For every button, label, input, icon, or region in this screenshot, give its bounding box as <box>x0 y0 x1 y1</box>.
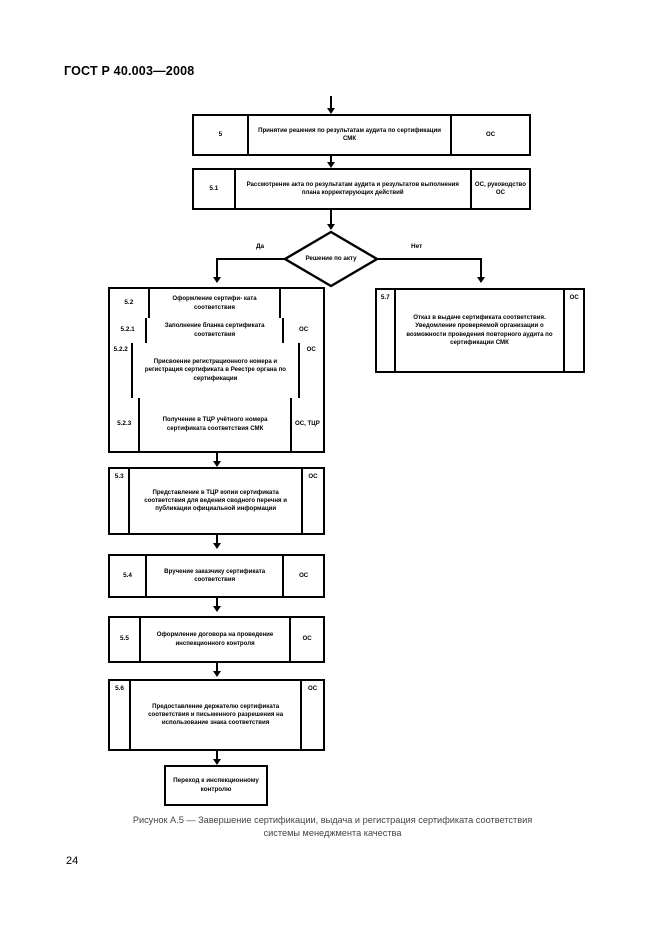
figure-caption: Рисунок А.5 — Завершение сертификации, в… <box>60 814 605 840</box>
step-521-row: 5.2.1 Заполнение бланка сертификата соот… <box>110 318 323 343</box>
step-54-text: Вручение заказчику сертификата соответст… <box>164 567 266 583</box>
connector-no-horizontal <box>377 258 482 260</box>
step-5-number: 5 <box>194 116 249 154</box>
step-522-row: 5.2.2 Присвоение регистрационного номера… <box>110 343 323 398</box>
connector-51-to-decision-arrow <box>327 224 335 230</box>
connector-entry-line <box>330 96 332 110</box>
step-53-responsible: ОС <box>300 469 323 533</box>
step-54-responsible: ОС <box>282 556 323 596</box>
step-55-text: Оформление договора на проведение инспек… <box>156 631 274 647</box>
step-57-responsible: ОС <box>563 290 583 371</box>
flow-box-step-51: 5.1 Рассмотрение акта по результатам ауд… <box>192 168 531 210</box>
step-521-text: Заполнение бланка сертификата соответств… <box>164 322 265 338</box>
figure-caption-line-1: Рисунок А.5 — Завершение сертификации, в… <box>132 815 533 825</box>
step-52-number: 5.2 <box>110 289 150 318</box>
flow-box-step-56: 5.6 Предоставление держателю сертификата… <box>108 679 325 751</box>
step-51-text: Рассмотрение акта по результатам аудита … <box>246 180 459 196</box>
flow-box-step-5: 5 Принятие решения по результатам аудита… <box>192 114 531 156</box>
step-56-responsible: ОС <box>300 681 323 749</box>
decision-diamond-shape <box>283 230 379 288</box>
connector-no-vertical <box>480 258 482 280</box>
step-5-responsible: ОС <box>450 116 529 154</box>
connector-yes-arrow <box>213 277 221 283</box>
figure-caption-line-2: системы менеджмента качества <box>263 828 402 838</box>
step-521-responsible: ОС <box>282 318 323 343</box>
step-55-responsible: ОС <box>289 618 323 661</box>
connector-yes-horizontal <box>216 258 285 260</box>
step-52-row: 5.2 Оформление сертифи- ката соответстви… <box>110 289 323 318</box>
connector-56-to-terminal-line <box>216 751 218 763</box>
step-56-text: Предоставление держателю сертификата соо… <box>148 702 284 727</box>
connector-52-to-53-line <box>216 453 218 464</box>
connector-55-to-56-arrow <box>213 671 221 677</box>
connector-55-to-56-line <box>216 663 218 675</box>
step-53-number: 5.3 <box>110 469 131 533</box>
connector-54-to-55-arrow <box>213 606 221 612</box>
connector-5-to-51-line <box>330 156 332 164</box>
flow-box-terminal-transition: Переход к инспекционному контролю <box>164 765 268 806</box>
step-52-text: Оформление сертифи- ката соответствия <box>172 295 257 311</box>
flow-box-step-55: 5.5 Оформление договора на проведение ин… <box>108 616 325 663</box>
connector-54-to-55-line <box>216 598 218 610</box>
decision-diamond-reshenie-po-aktu: Решение по акту <box>283 230 379 288</box>
connector-56-to-terminal-arrow <box>213 759 221 765</box>
step-523-text: Получение в ТЦР учётного номера сертифик… <box>162 416 268 432</box>
step-522-responsible: ОС <box>297 343 324 398</box>
decision-branch-label-yes: Да <box>256 243 265 250</box>
step-5-text: Принятие решения по результатам аудита п… <box>258 126 441 142</box>
step-51-number: 5.1 <box>194 170 236 208</box>
step-57-number: 5.7 <box>377 290 396 371</box>
step-523-row: 5.2.3 Получение в ТЦР учётного номера се… <box>110 398 323 451</box>
step-57-text: Отказ в выдаче сертификата соответствия.… <box>406 314 553 346</box>
step-55-number: 5.5 <box>110 618 141 661</box>
connector-entry-arrow <box>327 108 335 114</box>
step-523-number: 5.2.3 <box>110 398 141 451</box>
step-521-number: 5.2.1 <box>110 318 148 343</box>
connector-52-to-53-arrow <box>213 461 221 467</box>
connector-53-to-54-arrow <box>213 543 221 549</box>
connector-5-to-51-arrow <box>327 162 335 168</box>
document-standard-header: ГОСТ Р 40.003—2008 <box>64 64 195 78</box>
step-53-text: Представление в ТЦР копии сертификата со… <box>144 488 287 513</box>
step-523-responsible: ОС, ТЦР <box>289 398 323 451</box>
flow-box-step-54: 5.4 Вручение заказчику сертификата соотв… <box>108 554 325 598</box>
connector-53-to-54-line <box>216 535 218 547</box>
decision-branch-label-no: Нет <box>411 243 423 250</box>
step-522-number: 5.2.2 <box>110 343 134 398</box>
step-54-number: 5.4 <box>110 556 148 596</box>
flow-box-step-52-group: 5.2 Оформление сертифи- ката соответстви… <box>108 287 325 453</box>
connector-51-to-decision-line <box>330 210 332 228</box>
step-52-responsible <box>279 289 323 318</box>
flow-box-step-57: 5.7 Отказ в выдаче сертификата соответст… <box>375 288 585 373</box>
page-number: 24 <box>66 855 79 867</box>
connector-no-arrow <box>477 277 485 283</box>
connector-yes-vertical <box>216 258 218 280</box>
step-51-responsible: ОС, руководство ОС <box>469 170 529 208</box>
flow-box-step-53: 5.3 Представление в ТЦР копии сертификат… <box>108 467 325 535</box>
step-522-text: Присвоение регистрационного номера и рег… <box>144 358 287 382</box>
step-56-number: 5.6 <box>110 681 132 749</box>
